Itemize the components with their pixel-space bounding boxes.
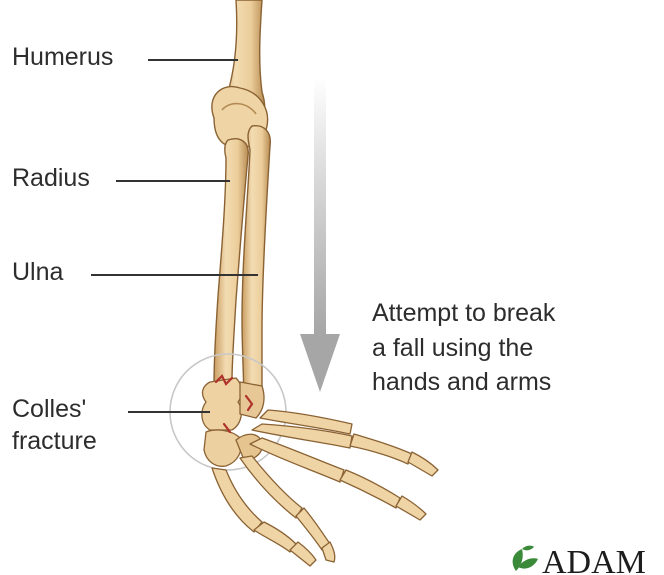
humerus-label: Humerus (12, 42, 113, 74)
fall-note: Attempt to break a fall using the hands … (372, 296, 555, 400)
adam-logo: ADAM (504, 537, 664, 575)
leaf-icon (513, 546, 538, 571)
adam-logo-mark: ADAM (504, 537, 664, 575)
fall-note-line1: Attempt to break (372, 296, 555, 331)
colles-label-line2: fracture (12, 426, 97, 458)
hand-bones (212, 410, 438, 566)
adam-logo-text: ADAM (542, 544, 646, 575)
fall-note-line2: a fall using the (372, 331, 555, 366)
colles-fracture-label: Colles' fracture (12, 394, 97, 457)
ulna-label: Ulna (12, 257, 63, 289)
radius-label: Radius (12, 163, 90, 195)
colles-label-line1: Colles' (12, 394, 97, 426)
fall-note-line3: hands and arms (372, 365, 555, 400)
fall-direction-arrow (300, 78, 340, 392)
wrist-bones (202, 378, 264, 466)
